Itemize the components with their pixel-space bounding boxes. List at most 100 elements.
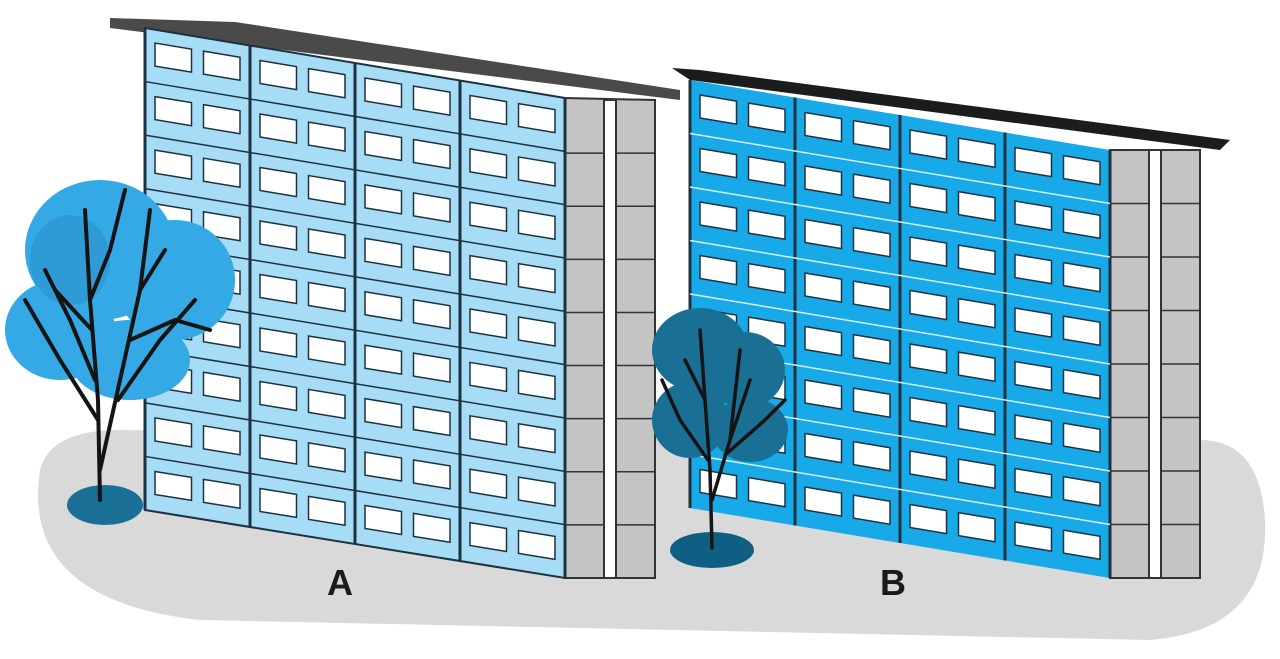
window	[307, 495, 346, 527]
window	[804, 272, 843, 304]
window	[517, 316, 556, 347]
window	[469, 414, 508, 446]
window	[747, 155, 786, 187]
window	[364, 77, 403, 108]
window	[517, 369, 556, 401]
window	[1014, 146, 1053, 178]
window	[259, 59, 298, 91]
window	[957, 458, 996, 490]
window	[804, 325, 843, 357]
window	[909, 343, 948, 375]
window	[469, 201, 508, 233]
window	[852, 387, 891, 419]
window	[957, 511, 996, 543]
stair-column	[1148, 149, 1162, 579]
window	[412, 192, 451, 223]
tree-a-shadow	[67, 485, 143, 525]
window	[909, 129, 948, 161]
window	[259, 220, 298, 251]
window	[307, 281, 346, 313]
building-b-label: B	[880, 562, 906, 603]
window	[1014, 307, 1053, 339]
floor-line	[689, 186, 1111, 258]
building-b-roof	[672, 68, 1230, 150]
window	[957, 404, 996, 436]
tree-b-trunk	[660, 328, 787, 550]
window	[517, 102, 556, 134]
window	[469, 468, 508, 499]
window	[957, 351, 996, 383]
window	[1062, 154, 1101, 186]
window	[307, 388, 346, 420]
window	[469, 254, 508, 286]
window	[909, 289, 948, 321]
window	[747, 102, 786, 134]
window	[909, 396, 948, 428]
window	[1014, 521, 1053, 553]
floor-line	[144, 348, 566, 419]
window	[259, 166, 298, 198]
window	[957, 297, 996, 329]
window	[699, 254, 738, 286]
window	[699, 201, 738, 233]
window	[202, 371, 241, 403]
window	[517, 476, 556, 507]
window	[909, 450, 948, 482]
window	[957, 137, 996, 169]
window	[852, 494, 891, 526]
window	[307, 121, 346, 153]
window	[1014, 360, 1053, 392]
window	[909, 182, 948, 214]
window	[469, 94, 508, 126]
window	[1014, 414, 1053, 446]
window	[307, 174, 346, 206]
window	[804, 432, 843, 464]
window	[364, 504, 403, 536]
window	[852, 173, 891, 205]
window	[364, 344, 403, 376]
tree-b	[652, 308, 788, 568]
window	[307, 442, 346, 473]
window	[259, 434, 298, 465]
window	[469, 308, 508, 339]
window	[469, 148, 508, 179]
floor-line	[144, 402, 566, 473]
window	[154, 470, 193, 502]
window	[307, 228, 346, 259]
window	[699, 94, 738, 126]
window	[364, 237, 403, 269]
window	[747, 476, 786, 508]
window	[202, 103, 241, 135]
window	[517, 209, 556, 241]
tree-b-shadow	[670, 532, 754, 568]
window	[259, 380, 298, 412]
window	[364, 184, 403, 215]
window	[1014, 467, 1053, 499]
window	[699, 147, 738, 179]
window	[1062, 368, 1101, 400]
window	[154, 95, 193, 127]
window	[259, 327, 298, 358]
window	[364, 451, 403, 482]
window	[412, 405, 451, 437]
window	[852, 440, 891, 472]
window	[364, 397, 403, 429]
window	[1062, 529, 1101, 561]
floor-line	[144, 455, 566, 526]
window	[412, 85, 451, 117]
window	[517, 262, 556, 294]
building-a-windows	[143, 28, 567, 578]
window	[412, 512, 451, 544]
window	[517, 529, 556, 561]
window	[1062, 315, 1101, 347]
floor-line	[689, 132, 1111, 205]
window	[852, 119, 891, 151]
window	[364, 290, 403, 322]
window	[804, 486, 843, 518]
window	[154, 149, 193, 181]
floor-line	[144, 134, 566, 206]
window	[412, 138, 451, 170]
tree-a	[5, 180, 235, 525]
floor-line	[689, 453, 1111, 526]
